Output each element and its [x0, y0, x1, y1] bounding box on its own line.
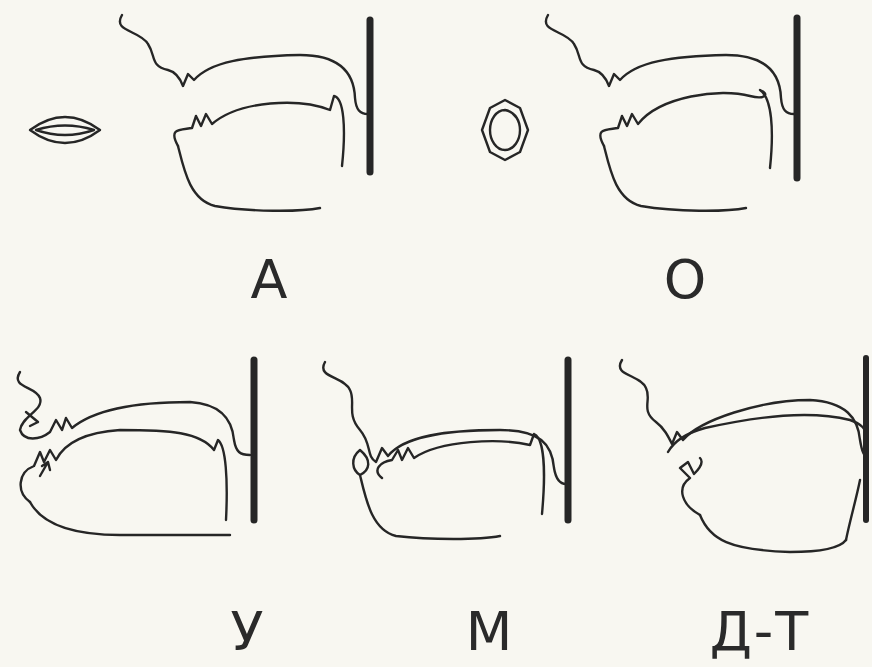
profile-o: [482, 15, 794, 211]
sound-label: А: [251, 253, 290, 307]
sound-label: О: [664, 253, 709, 307]
sound-label: У: [231, 605, 266, 659]
sound-label: М: [466, 605, 515, 659]
sound-label: Д-Т: [710, 605, 811, 659]
profile-u: [18, 372, 250, 535]
profile-d-t: [620, 360, 866, 552]
profile-m: [323, 362, 566, 539]
profile-a: [30, 15, 368, 211]
